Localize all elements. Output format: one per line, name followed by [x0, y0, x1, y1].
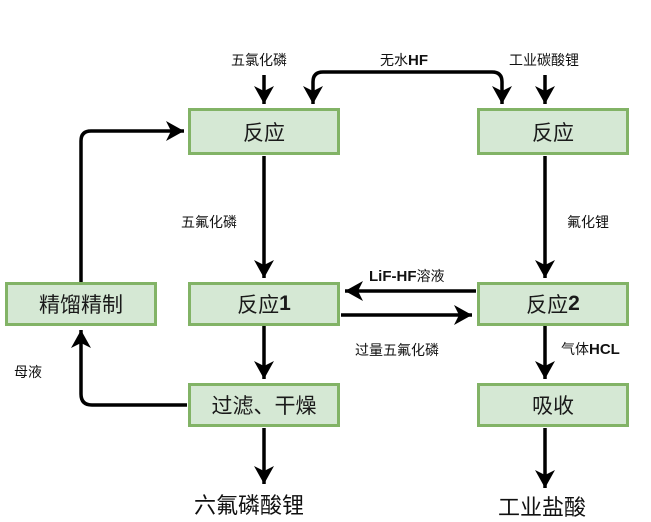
arrow-recycle: [79, 121, 184, 282]
node-absorb-label: 吸收: [532, 394, 574, 418]
node-rectify-label: 精馏精制: [39, 293, 123, 317]
node-react2-number: 2: [568, 292, 580, 315]
node-react-right: 反应: [477, 108, 629, 155]
input-hf-prefix: 无水: [380, 53, 408, 69]
node-react-left-label: 反应: [243, 120, 285, 145]
edge-label-gas-suffix: HCL: [589, 341, 620, 358]
input-hf: 无水HF: [380, 50, 428, 70]
arrow-hf-left: [303, 70, 372, 104]
node-filter-dry: 过滤、干燥: [188, 383, 340, 427]
node-react1-label: 反应: [237, 293, 280, 317]
edge-label-lif-hf-prefix: LiF-HF: [369, 268, 417, 285]
node-react2-label: 反应: [526, 293, 569, 317]
node-react1-number: 1: [279, 292, 291, 315]
input-hf-suffix: HF: [408, 52, 428, 69]
input-pcl5: 五氯化磷: [231, 53, 287, 69]
node-react-left: 反应: [188, 108, 340, 155]
edge-label-lif: 氟化锂: [567, 215, 609, 231]
edge-label-lif-hf: LiF-HF溶液: [369, 266, 444, 286]
edge-label-lif-hf-suffix: 溶液: [416, 269, 445, 285]
output-hcl: 工业盐酸: [498, 496, 587, 521]
arrow-mother-liquor: [71, 330, 187, 407]
arrow-hf-right: [372, 70, 512, 104]
node-absorb: 吸收: [477, 383, 629, 427]
edge-label-hcl-gas: 气体HCL: [561, 339, 620, 359]
edge-label-gas-prefix: 气体: [561, 342, 589, 358]
output-lipf6: 六氟磷酸锂: [194, 494, 305, 519]
edge-label-excess-pf5: 过量五氟化磷: [355, 343, 439, 359]
edge-label-pf5: 五氟化磷: [181, 215, 237, 231]
node-react-right-label: 反应: [532, 120, 574, 145]
edge-label-mother-liquor: 母液: [14, 365, 42, 381]
input-li2co3: 工业碳酸锂: [509, 53, 579, 69]
node-rectify: 精馏精制: [5, 282, 157, 326]
node-filter-dry-label: 过滤、干燥: [211, 394, 317, 418]
